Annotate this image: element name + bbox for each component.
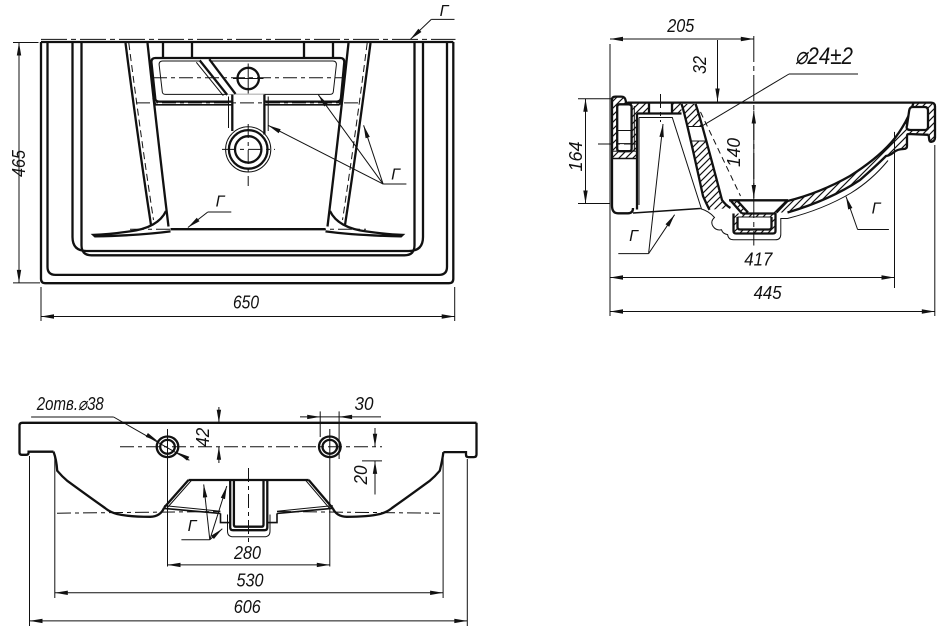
svg-text:164: 164 (566, 142, 586, 172)
svg-text:⌀24±2: ⌀24±2 (795, 43, 853, 70)
svg-text:32: 32 (690, 56, 710, 74)
svg-text:42: 42 (193, 428, 213, 447)
svg-text:Г: Г (629, 228, 639, 245)
svg-text:530: 530 (237, 571, 264, 591)
svg-text:Г: Г (440, 3, 450, 20)
svg-text:Г: Г (188, 518, 198, 535)
svg-text:30: 30 (355, 394, 374, 414)
svg-text:205: 205 (666, 16, 695, 36)
svg-text:140: 140 (724, 138, 744, 167)
svg-text:417: 417 (744, 250, 773, 270)
svg-text:650: 650 (233, 293, 259, 313)
svg-text:445: 445 (754, 283, 783, 303)
svg-text:465: 465 (9, 149, 29, 177)
svg-text:280: 280 (233, 543, 261, 563)
svg-text:Г: Г (391, 167, 401, 184)
svg-text:20: 20 (351, 466, 371, 486)
svg-text:2отв.⌀38: 2отв.⌀38 (36, 394, 104, 414)
svg-text:Г: Г (216, 194, 226, 211)
svg-text:606: 606 (234, 597, 262, 617)
svg-text:Г: Г (872, 201, 882, 218)
